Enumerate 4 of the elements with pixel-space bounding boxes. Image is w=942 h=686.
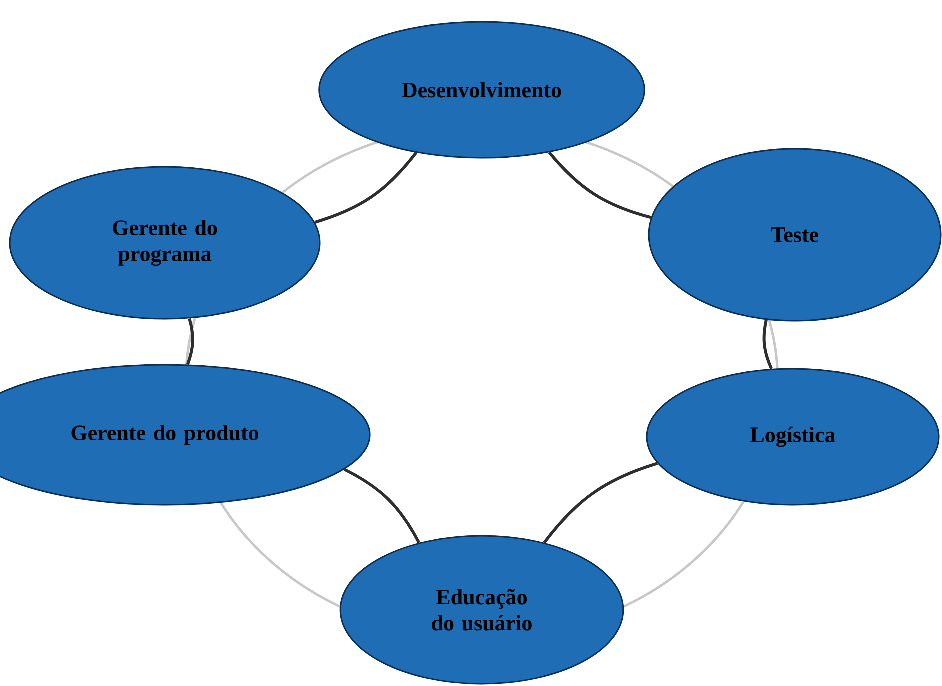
connector-line xyxy=(548,152,652,220)
connector-line xyxy=(314,152,418,224)
connector-line xyxy=(344,468,421,544)
connector-line xyxy=(543,462,658,544)
